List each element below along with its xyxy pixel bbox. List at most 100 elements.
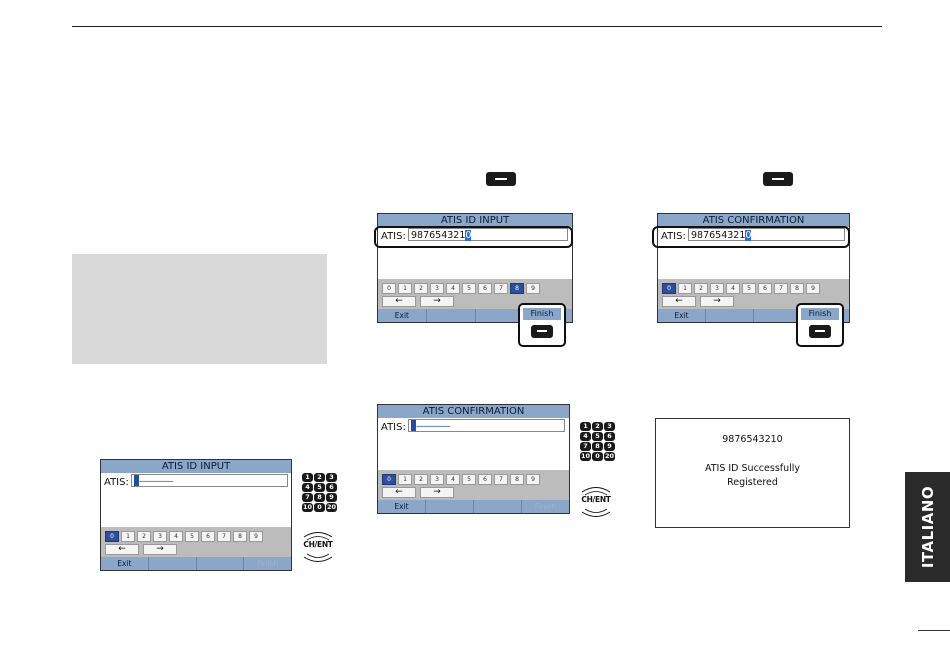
digit-key-7[interactable]: 7 (494, 474, 508, 485)
text-cursor (134, 475, 139, 486)
digit-key-4[interactable]: 4 (169, 531, 183, 542)
blank-softkey[interactable] (753, 309, 801, 322)
digit-key-6[interactable]: 6 (201, 531, 215, 542)
digit-key-0[interactable]: 0 (382, 283, 396, 294)
left-arrow-button[interactable]: ← (382, 296, 416, 307)
digit-key-9[interactable]: 9 (806, 283, 820, 294)
blank-softkey[interactable] (425, 309, 475, 322)
digit-key-6[interactable]: 6 (758, 283, 772, 294)
keypad-key: 2 (592, 422, 603, 431)
digit-key-6[interactable]: 6 (478, 474, 492, 485)
blank-softkey[interactable] (195, 557, 244, 570)
exit-softkey[interactable]: Exit (394, 311, 409, 320)
left-arrow-button[interactable]: ← (382, 487, 416, 498)
digit-key-1[interactable]: 1 (678, 283, 692, 294)
empty-digits: ––––––––– (416, 421, 451, 432)
bottom-rule (918, 630, 950, 631)
finish-callout[interactable]: Finish (796, 303, 844, 347)
finish-softkey[interactable]: Finish (243, 557, 291, 570)
digit-key-1[interactable]: 1 (121, 531, 135, 542)
digit-key-4[interactable]: 4 (446, 474, 460, 485)
dial-arrows-icon (581, 487, 611, 517)
screen-title: ATIS ID INPUT (378, 214, 572, 227)
keypad-key: 0 (592, 452, 603, 461)
exit-softkey[interactable]: Exit (117, 559, 132, 568)
digit-key-2[interactable]: 2 (137, 531, 151, 542)
digit-key-5[interactable]: 5 (185, 531, 199, 542)
keypad-key: 10 (580, 452, 591, 461)
digit-key-3[interactable]: 3 (710, 283, 724, 294)
left-arrow-button[interactable]: ← (105, 544, 139, 555)
atis-label: ATIS: (661, 231, 686, 242)
right-arrow-button[interactable]: → (420, 487, 454, 498)
digit-key-5[interactable]: 5 (462, 474, 476, 485)
digit-key-0[interactable]: 0 (382, 474, 396, 485)
digit-key-7[interactable]: 7 (494, 283, 508, 294)
cursor-digit: 0 (745, 230, 752, 241)
digit-key-1[interactable]: 1 (398, 474, 412, 485)
arrow-row: ← → (105, 544, 181, 555)
digit-key-4[interactable]: 4 (446, 283, 460, 294)
blank-softkey[interactable] (473, 500, 521, 513)
digit-key-2[interactable]: 2 (414, 474, 428, 485)
softkey-icon (486, 172, 516, 186)
right-arrow-button[interactable]: → (420, 296, 454, 307)
atis-id-field[interactable]: 9876543210 (408, 228, 568, 241)
keypad-key: 1 (580, 422, 591, 431)
digit-key-9[interactable]: 9 (526, 283, 540, 294)
digit-key-5[interactable]: 5 (462, 283, 476, 294)
atis-id-value: 987654321 (691, 230, 746, 241)
digit-key-3[interactable]: 3 (153, 531, 167, 542)
arrow-row: ← → (662, 296, 738, 307)
blank-softkey[interactable] (147, 557, 196, 570)
right-arrow-button[interactable]: → (143, 544, 177, 555)
digit-key-2[interactable]: 2 (414, 283, 428, 294)
digit-key-8[interactable]: 8 (510, 474, 524, 485)
digit-key-7[interactable]: 7 (774, 283, 788, 294)
softkey-bar: Exit Finish (101, 557, 291, 570)
keypad-key: 2 (314, 473, 325, 482)
blank-softkey[interactable] (474, 309, 524, 322)
atis-id-field[interactable]: ––––––––– (131, 474, 288, 487)
exit-softkey[interactable]: Exit (394, 502, 409, 511)
note-box (72, 254, 327, 364)
digit-key-0[interactable]: 0 (105, 531, 119, 542)
registered-line-2: Registered (727, 477, 778, 488)
digit-key-4[interactable]: 4 (726, 283, 740, 294)
dial-label: CH/ENT (581, 495, 611, 504)
digit-key-7[interactable]: 7 (217, 531, 231, 542)
atis-id-field[interactable]: ––––––––– (408, 419, 565, 432)
digit-key-3[interactable]: 3 (430, 283, 444, 294)
digit-key-1[interactable]: 1 (398, 283, 412, 294)
digit-key-5[interactable]: 5 (742, 283, 756, 294)
blank-softkey[interactable] (425, 500, 473, 513)
finish-softkey[interactable]: Finish (521, 500, 569, 513)
keypad-key: 9 (326, 493, 337, 502)
digit-key-2[interactable]: 2 (694, 283, 708, 294)
screen-title: ATIS CONFIRMATION (378, 405, 569, 418)
softkey-bar: Exit Finish (378, 500, 569, 513)
blank-softkey[interactable] (705, 309, 753, 322)
digit-key-9[interactable]: 9 (526, 474, 540, 485)
keypad-key: 3 (604, 422, 615, 431)
right-arrow-button[interactable]: → (700, 296, 734, 307)
digit-key-6[interactable]: 6 (478, 283, 492, 294)
finish-callout[interactable]: Finish (518, 303, 566, 347)
digit-key-0[interactable]: 0 (662, 283, 676, 294)
registered-screen: 9876543210 ATIS ID Successfully Register… (655, 418, 850, 528)
digit-key-8[interactable]: 8 (510, 283, 524, 294)
screen-title: ATIS CONFIRMATION (658, 214, 849, 227)
digit-key-8[interactable]: 8 (233, 531, 247, 542)
digit-key-9[interactable]: 9 (249, 531, 263, 542)
keypad-key: 8 (592, 442, 603, 451)
exit-softkey[interactable]: Exit (674, 311, 689, 320)
atis-id-field[interactable]: 9876543210 (688, 228, 845, 241)
left-arrow-button[interactable]: ← (662, 296, 696, 307)
digit-key-8[interactable]: 8 (790, 283, 804, 294)
digit-key-3[interactable]: 3 (430, 474, 444, 485)
